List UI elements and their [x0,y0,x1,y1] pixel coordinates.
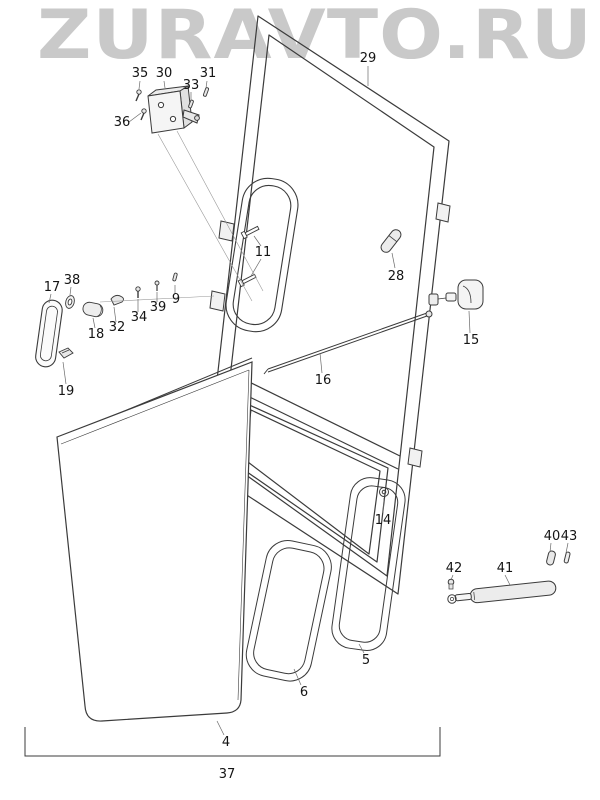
door-glass-inner-edge [60,369,250,701]
part-label-35: 35 [132,66,149,81]
part-label-5: 5 [362,653,370,668]
bottom-bracket [24,727,441,757]
part-label-38: 38 [64,273,81,288]
part-label-6: 6 [300,685,308,700]
part-label-40: 40 [544,529,561,544]
part-label-16: 16 [315,373,332,388]
part-label-33: 33 [183,78,200,93]
part-label-37: 37 [219,767,236,782]
part-label-28: 28 [388,269,405,284]
part-label-19: 19 [58,384,75,399]
window-stay-rod [263,310,433,375]
hinge-blocks [209,202,451,468]
part-label-41: 41 [497,561,514,576]
part-label-30: 30 [156,66,173,81]
part-label-17: 17 [44,280,61,295]
site-watermark: ZURAVTO.RU [37,0,593,75]
mounting-bolts [237,225,260,288]
window-channel [225,177,299,333]
outer-handle [428,279,484,310]
part-label-31: 31 [200,66,217,81]
part-label-15: 15 [463,333,480,348]
small-fasteners [58,87,210,359]
part-label-36: 36 [114,115,131,130]
leader-lines [48,66,569,736]
part-label-43: 43 [561,529,578,544]
part-label-34: 34 [131,310,148,325]
part-label-18: 18 [88,327,105,342]
part-label-29: 29 [360,51,377,66]
grommet [379,487,389,497]
part-label-39: 39 [150,300,167,315]
door-glass [56,361,253,722]
gas-strut [447,550,571,604]
part-label-42: 42 [446,561,463,576]
part-label-4: 4 [222,735,230,750]
latch-assembly [147,85,200,134]
part-labels: 35 30 33 31 36 29 11 28 17 38 18 32 34 3… [44,51,578,782]
part-label-32: 32 [109,320,126,335]
part-label-14: 14 [375,513,392,528]
inner-handle [35,299,63,368]
glass-run-seal-5 [331,477,406,651]
glass-run-seal-6 [245,540,332,682]
stop-pin [380,229,402,253]
part-label-11: 11 [255,245,272,260]
construction-lines [99,130,264,303]
part-label-9: 9 [172,292,180,307]
